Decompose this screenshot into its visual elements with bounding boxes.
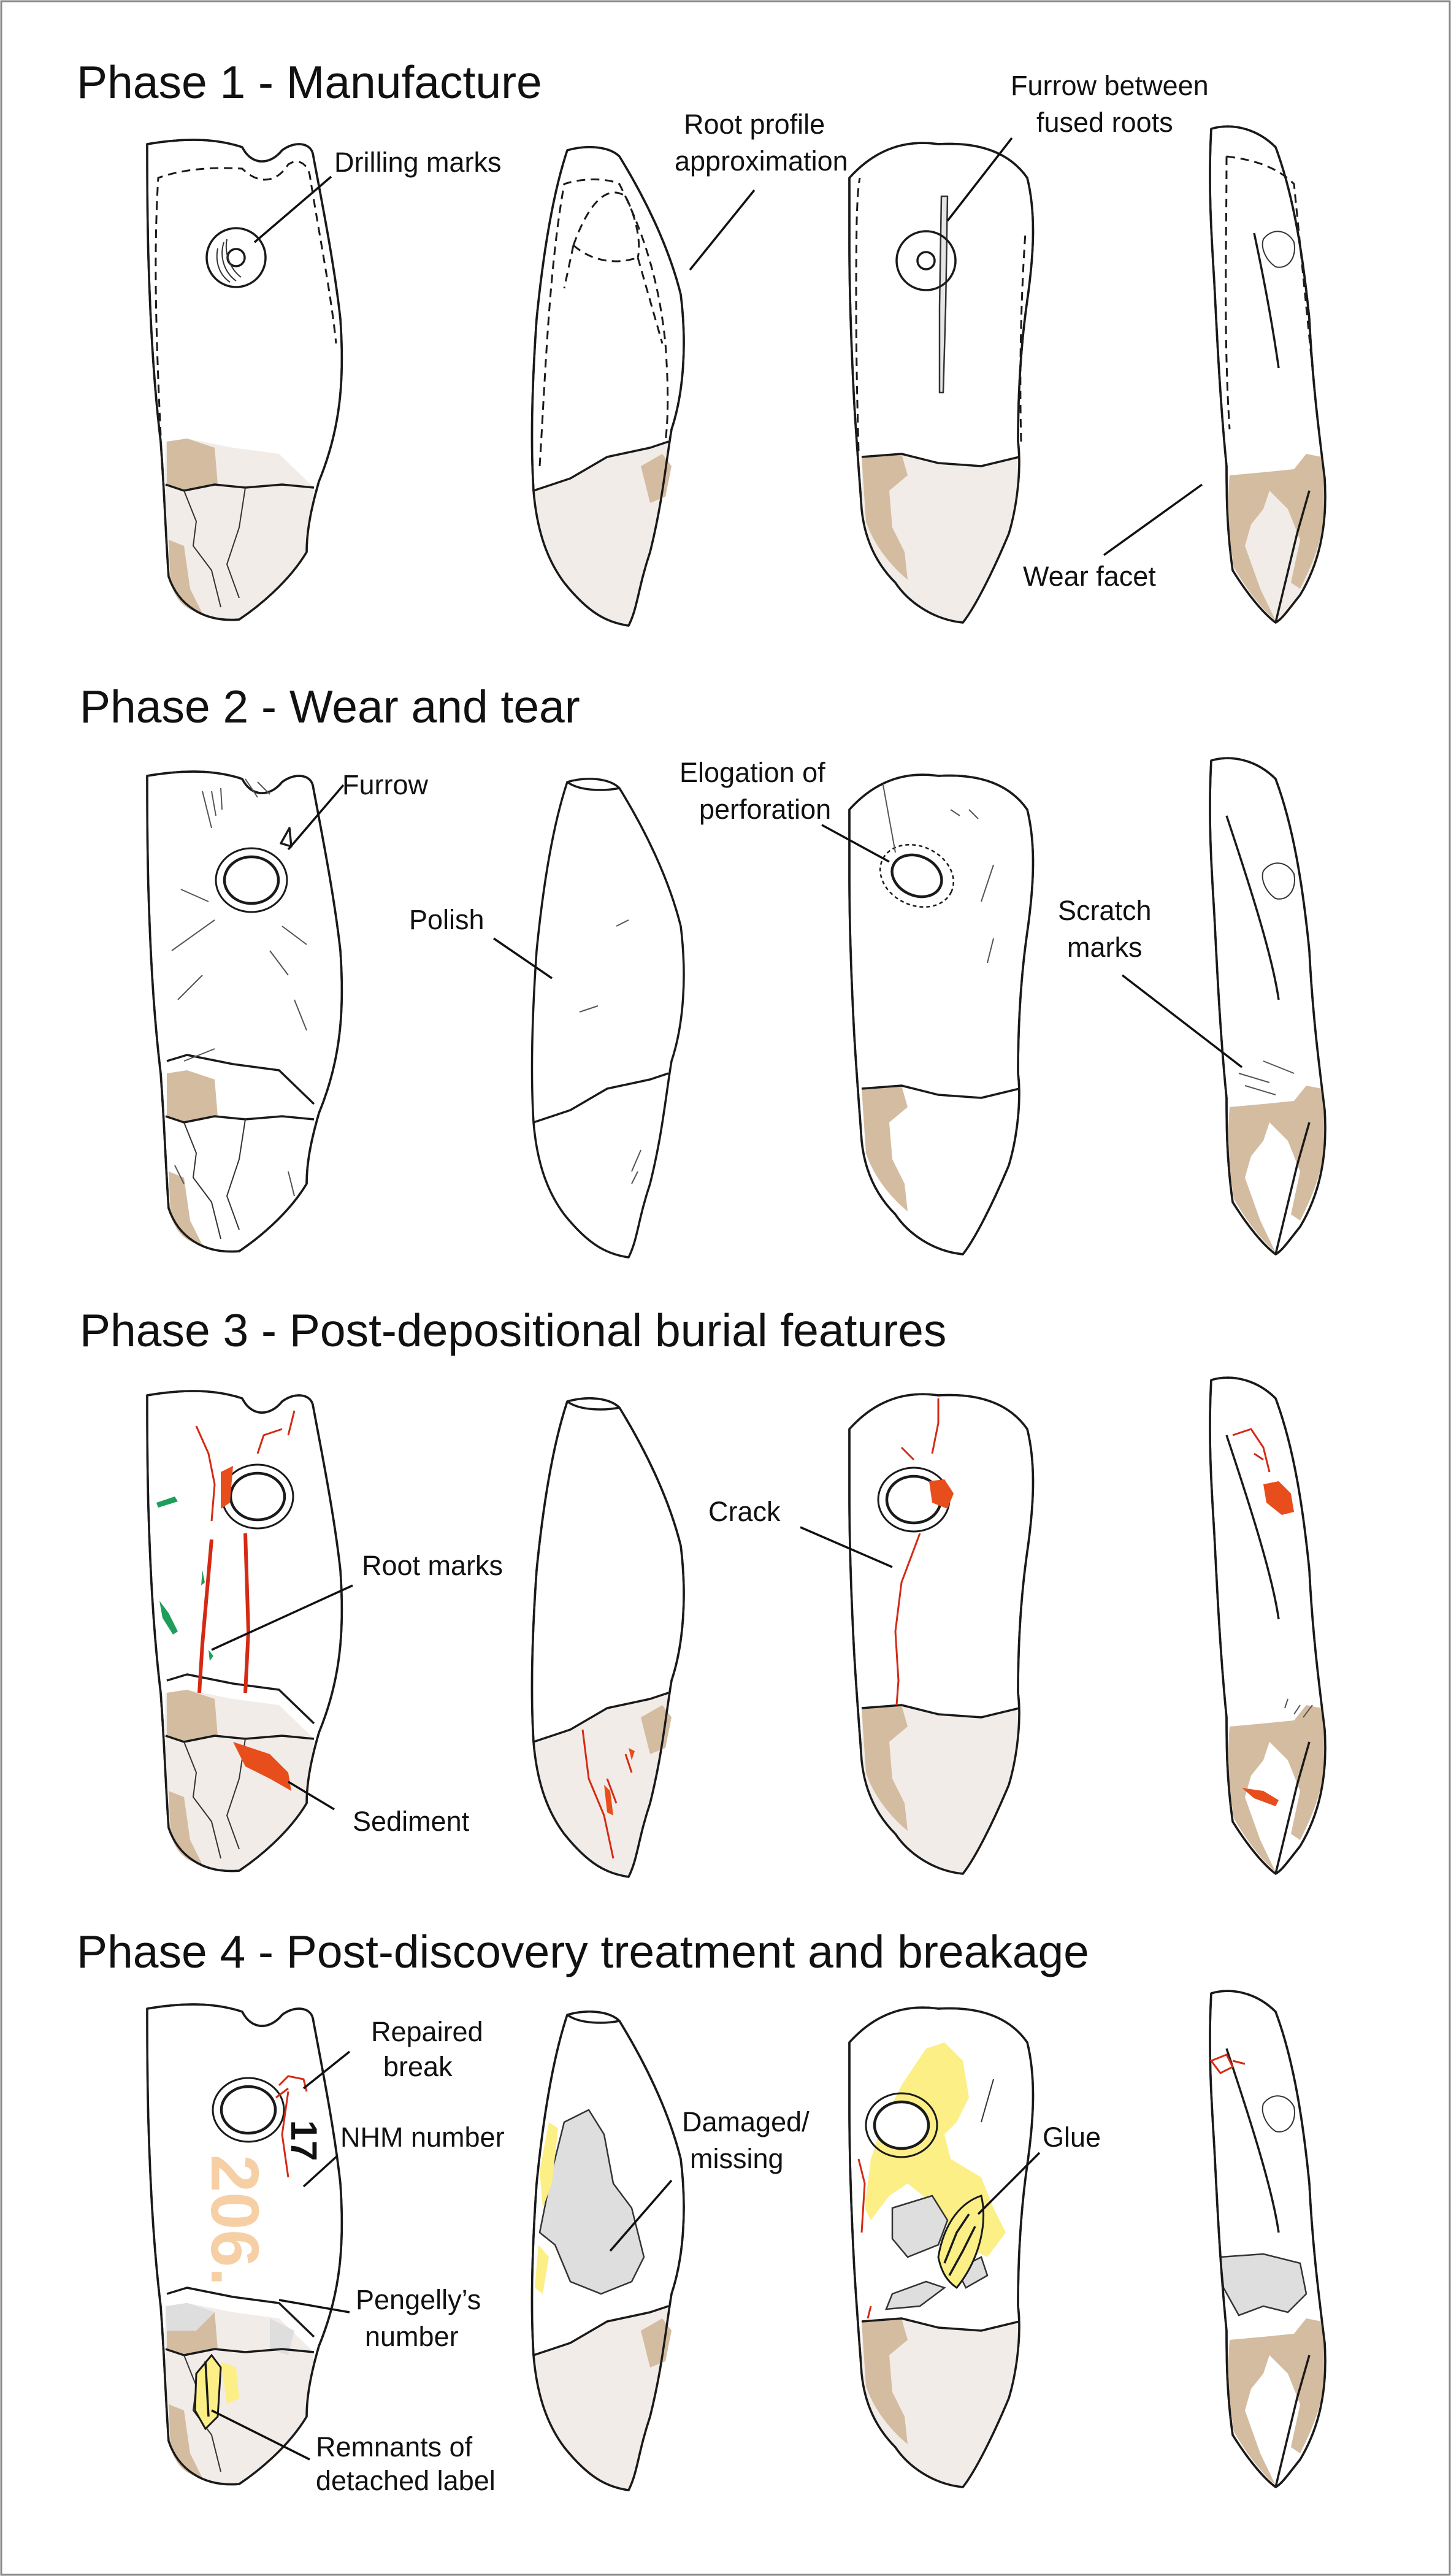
label-damaged: Damaged/ [682, 2106, 810, 2137]
phase-1-title: Phase 1 - Manufacture [77, 56, 542, 108]
label-fused-roots: fused roots [1036, 107, 1173, 138]
label-wear-facet: Wear facet [1023, 561, 1156, 592]
label-drilling-marks: Drilling marks [334, 147, 502, 178]
phase-3: Phase 3 - Post-depositional burial featu… [80, 1305, 1327, 1878]
label-root-profile: Root profile [684, 109, 825, 140]
root-furrow [938, 195, 949, 394]
drilling-hole [205, 227, 267, 288]
leader-remnants [211, 2409, 310, 2461]
label-number: number [365, 2321, 459, 2352]
label-scratch: Scratch [1058, 895, 1152, 926]
phase4-tooth-side [530, 2011, 685, 2491]
label-elogation-of: Elogation of [680, 757, 825, 788]
phase2-tooth-oblique [1209, 757, 1327, 1255]
label-perforation: perforation [699, 794, 831, 825]
leader-drilling-marks [253, 175, 332, 243]
phase-4-title: Phase 4 - Post-discovery treatment and b… [77, 1926, 1089, 1977]
label-furrow-between: Furrow between [1011, 70, 1209, 101]
phase-2-title: Phase 2 - Wear and tear [80, 681, 580, 732]
leader-root-marks [211, 1584, 353, 1651]
phase-1: Phase 1 - Manufacture [77, 56, 1327, 627]
glue-patch [937, 2195, 985, 2290]
phase3-tooth-back [848, 1393, 1035, 1875]
phase3-tooth-side [530, 1397, 685, 1878]
phase-2: Phase 2 - Wear and tear [80, 681, 1327, 1259]
phase-4: Phase 4 - Post-discovery treatment and b… [77, 1926, 1327, 2496]
leader-nhm-number [302, 2155, 339, 2188]
label-pengelly: Pengelly’s [356, 2284, 481, 2315]
label-break: break [383, 2051, 453, 2082]
leader-root-profile [689, 189, 756, 271]
label-remnants-of: Remnants of [316, 2431, 473, 2463]
phase2-tooth-back [848, 773, 1035, 1255]
label-sediment: Sediment [353, 1806, 470, 1837]
phase1-tooth-front [146, 139, 343, 621]
label-polish: Polish [409, 904, 484, 935]
leader-furrow-between [946, 137, 1013, 222]
label-root-marks: Root marks [362, 1550, 503, 1581]
phase4-tooth-back [848, 2006, 1035, 2488]
label-nhm-number: NHM number [340, 2122, 505, 2153]
phase4-tooth-oblique [1209, 1990, 1327, 2488]
leader-repaired-break [302, 2050, 351, 2090]
phase3-tooth-front [146, 1390, 343, 1873]
phase1-tooth-side [530, 146, 685, 627]
phase2-tooth-side [530, 778, 685, 1259]
phase3-tooth-oblique [1209, 1376, 1327, 1875]
label-repaired: Repaired [371, 2016, 483, 2047]
label-furrow: Furrow [342, 769, 429, 800]
leader-pengelly [278, 2299, 350, 2313]
label-missing: missing [690, 2143, 784, 2174]
leader-crack [800, 1526, 893, 1568]
label-crack: Crack [708, 1496, 781, 1527]
leader-wear-facet [1103, 483, 1203, 556]
phase1-tooth-back [848, 142, 1035, 624]
leader-elogation [821, 824, 890, 863]
pengelly-number-inscription: 206. [197, 2155, 272, 2286]
leader-furrow [287, 784, 345, 851]
label-marks: marks [1067, 932, 1143, 963]
label-detached-label: detached label [316, 2465, 496, 2496]
phase4-tooth-front: 206. 17 [146, 2003, 343, 2486]
phase-3-title: Phase 3 - Post-depositional burial featu… [80, 1305, 946, 1356]
leader-glue [977, 2152, 1041, 2215]
phase2-tooth-front [146, 770, 343, 1253]
leader-polish [493, 937, 553, 979]
label-approximation: approximation [675, 145, 848, 177]
leader-scratch [1121, 974, 1243, 1068]
leader-sediment [288, 1781, 335, 1811]
label-glue: Glue [1043, 2122, 1101, 2153]
nhm-number-inscription: 17 [283, 2120, 324, 2161]
phase1-tooth-oblique [1209, 125, 1327, 624]
leader-damaged [609, 2179, 673, 2252]
